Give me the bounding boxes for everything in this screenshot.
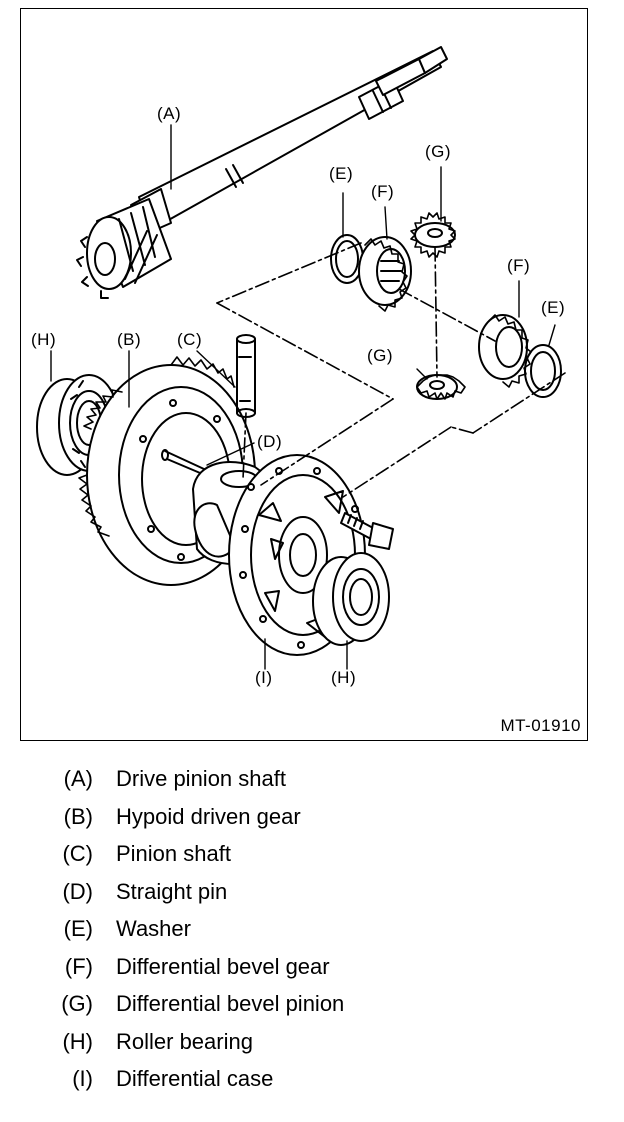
callout-e-upper: (E) [329, 164, 354, 183]
assembly-dash-lines [216, 242, 566, 498]
legend-label: Washer [116, 916, 191, 941]
callout-h-right: (H) [331, 668, 357, 687]
callout-d: (D) [257, 432, 283, 451]
washer-upper [330, 234, 364, 284]
legend-label: Differential case [116, 1066, 274, 1091]
legend-label: Drive pinion shaft [116, 766, 286, 791]
diagram-frame: (A) (B) (C) (D) (E) (E) (F) (F) (G) (G) … [20, 8, 588, 741]
legend-label: Hypoid driven gear [116, 803, 301, 829]
roller-bearing-right [312, 552, 390, 646]
callout-a: (A) [157, 104, 182, 123]
pinion-shaft [236, 334, 256, 418]
legend-item: (I) Differential case [0, 1066, 624, 1104]
legend-label: Differential bevel gear [116, 953, 330, 979]
bevel-gear-lower [478, 314, 532, 388]
legend-code: (F) [64, 953, 93, 979]
legend-code: (D) [62, 878, 93, 904]
bevel-pinion-upper [410, 212, 456, 258]
callout-b: (B) [117, 330, 142, 349]
callout-c: (C) [177, 330, 203, 349]
legend-item: (G) Differential bevel pinion [0, 991, 624, 1029]
drive-pinion-shaft [76, 46, 448, 299]
callout-h-left: (H) [31, 330, 57, 349]
callout-i: (I) [255, 668, 273, 687]
legend-item: (C) Pinion shaft [0, 841, 624, 879]
bevel-gear-upper [358, 236, 412, 312]
legend-label: Roller bearing [116, 1028, 253, 1054]
callout-e-lower: (E) [541, 298, 566, 317]
legend-item: (B) Hypoid driven gear [0, 804, 624, 842]
leader-lines [50, 124, 556, 670]
legend-item: (E) Washer [0, 916, 624, 954]
bevel-pinion-lower [416, 374, 466, 400]
callout-g-lower: (G) [367, 346, 394, 365]
legend-code: (I) [72, 1066, 93, 1091]
figure-id: MT-01910 [500, 716, 581, 735]
callout-g-upper: (G) [425, 142, 452, 161]
bolt [340, 512, 394, 550]
callout-f-upper: (F) [371, 182, 395, 201]
legend-item: (F) Differential bevel gear [0, 954, 624, 992]
legend-code: (G) [61, 991, 93, 1016]
exploded-view-drawing [36, 46, 566, 670]
legend-code: (C) [62, 841, 93, 866]
legend-code: (E) [63, 916, 93, 941]
legend-label: Pinion shaft [116, 841, 231, 866]
legend-item: (A) Drive pinion shaft [0, 766, 624, 804]
legend-item: (D) Straight pin [0, 879, 624, 917]
legend-code: (B) [63, 803, 93, 829]
callout-f-lower: (F) [507, 256, 531, 275]
parts-legend: (A) Drive pinion shaft (B) Hypoid driven g… [0, 766, 624, 1104]
legend-code: (H) [62, 1028, 93, 1054]
legend-label: Straight pin [116, 878, 228, 904]
legend-code: (A) [63, 766, 93, 791]
legend-label: Differential bevel pinion [116, 991, 345, 1016]
legend-item: (H) Roller bearing [0, 1029, 624, 1067]
